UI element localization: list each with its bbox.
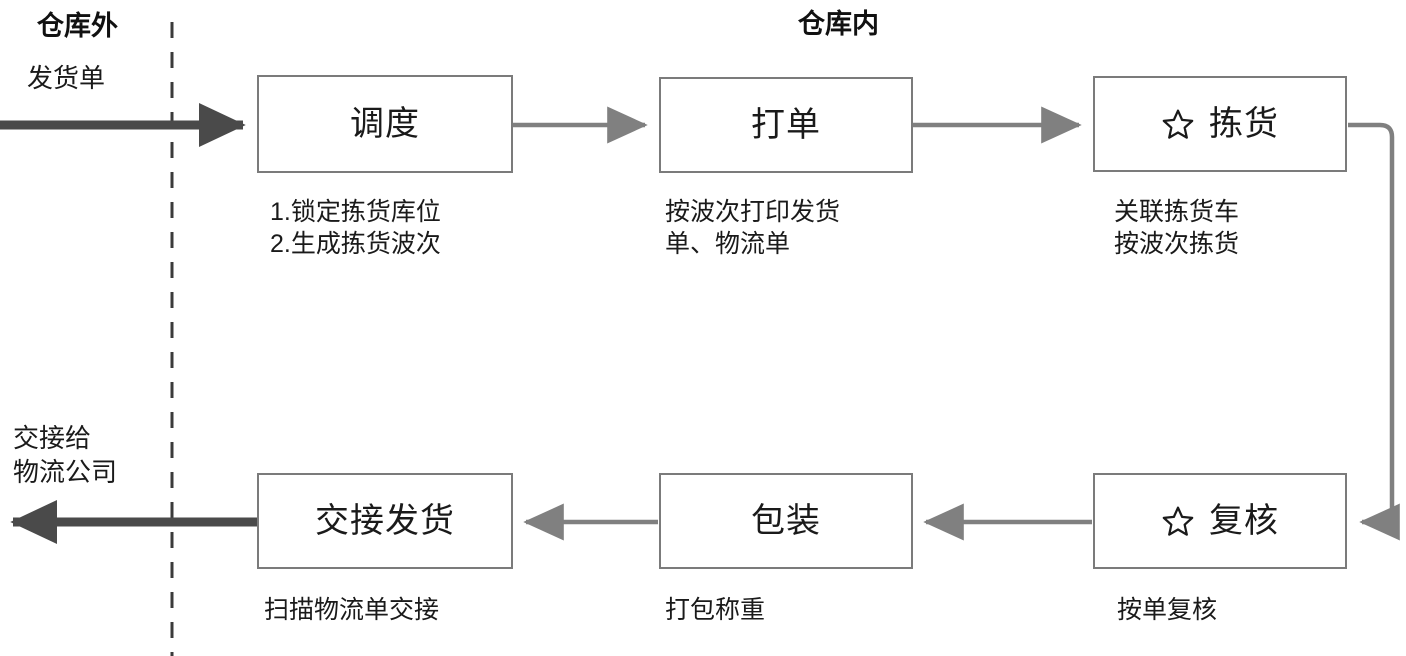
node-print-order[interactable]: 打单 — [659, 77, 913, 173]
star-icon — [1161, 504, 1195, 538]
node-packing[interactable]: 包装 — [659, 473, 913, 569]
node-dispatch-content: 调度 — [350, 107, 420, 141]
node-picking[interactable]: 拣货 — [1093, 76, 1347, 172]
node-review-content: 复核 — [1161, 504, 1279, 538]
outbound-label: 交接给 物流公司 — [13, 423, 118, 487]
caption-print-order: 按波次打印发货 单、物流单 — [665, 198, 841, 258]
caption-review: 按单复核 — [1117, 596, 1218, 624]
node-handover-label: 交接发货 — [315, 502, 455, 540]
node-print-order-content: 打单 — [751, 108, 821, 142]
node-review-label: 复核 — [1209, 502, 1279, 540]
node-dispatch-label: 调度 — [350, 105, 420, 143]
node-packing-content: 包装 — [751, 504, 821, 538]
arrow-picking-to-review — [1348, 122, 1400, 541]
node-handover-content: 交接发货 — [315, 504, 455, 538]
node-handover[interactable]: 交接发货 — [257, 473, 513, 569]
star-icon — [1161, 107, 1195, 141]
node-picking-content: 拣货 — [1161, 107, 1279, 141]
zone-title-inside: 仓库内 — [798, 9, 879, 39]
caption-dispatch: 1.锁定拣货库位 2.生成拣货波次 — [270, 198, 441, 258]
node-picking-label: 拣货 — [1209, 105, 1279, 143]
caption-handover: 扫描物流单交接 — [264, 596, 440, 624]
inbound-label: 发货单 — [27, 63, 106, 93]
node-packing-label: 包装 — [751, 502, 821, 540]
caption-picking: 关联拣货车 按波次拣货 — [1114, 198, 1240, 258]
node-dispatch[interactable]: 调度 — [257, 75, 513, 173]
node-review[interactable]: 复核 — [1093, 473, 1347, 569]
caption-packing: 打包称重 — [665, 596, 766, 624]
node-print-order-label: 打单 — [751, 106, 821, 144]
zone-title-outside: 仓库外 — [37, 11, 118, 41]
